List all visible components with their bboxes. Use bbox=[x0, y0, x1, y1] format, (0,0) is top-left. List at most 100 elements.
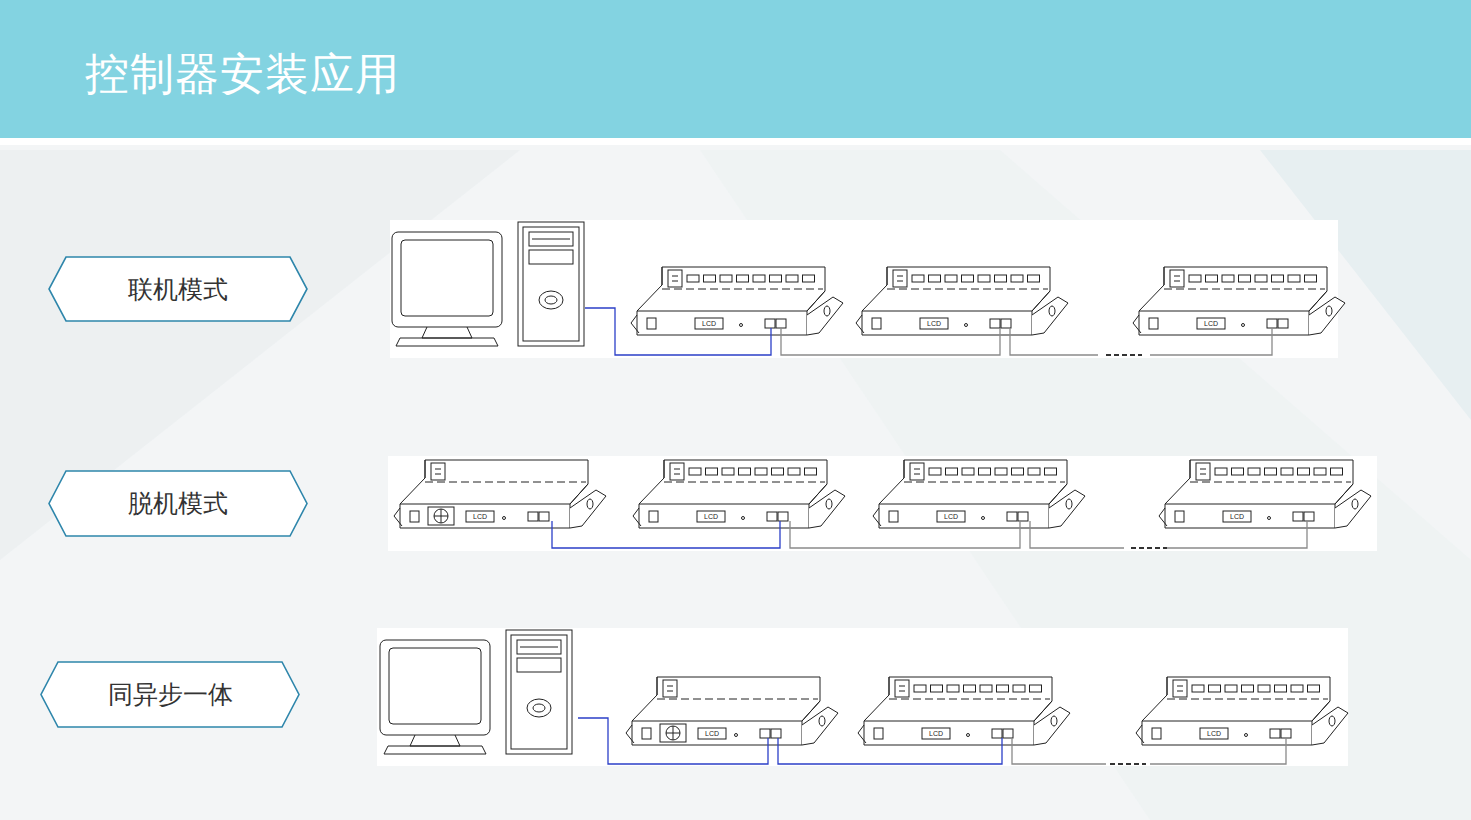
cable bbox=[790, 521, 1020, 548]
line-art bbox=[664, 482, 825, 483]
line-art bbox=[518, 222, 584, 346]
line-art bbox=[920, 318, 948, 329]
slide-title: 控制器安装应用 bbox=[85, 44, 400, 104]
line-art bbox=[1265, 468, 1277, 475]
controller-icon bbox=[626, 677, 838, 745]
line-art bbox=[1314, 468, 1326, 475]
cable bbox=[1150, 738, 1286, 764]
line-art bbox=[529, 232, 573, 246]
illustration-panel bbox=[388, 456, 1377, 551]
line-art bbox=[1152, 728, 1161, 739]
line-art bbox=[995, 468, 1007, 475]
line-art bbox=[899, 686, 905, 687]
cable bbox=[781, 328, 1000, 355]
line-art bbox=[539, 512, 549, 521]
line-art bbox=[435, 474, 441, 475]
line-art bbox=[657, 699, 818, 700]
line-art bbox=[895, 680, 909, 697]
line-art bbox=[872, 318, 881, 329]
lcd-label: LCD bbox=[1207, 730, 1221, 738]
line-art bbox=[879, 504, 1049, 505]
line-art bbox=[931, 685, 943, 692]
line-art bbox=[947, 685, 959, 692]
line-art bbox=[1326, 306, 1332, 316]
line-art bbox=[1177, 686, 1183, 687]
line-art bbox=[776, 319, 786, 328]
line-art bbox=[529, 250, 573, 264]
line-art bbox=[1001, 319, 1011, 328]
line-art bbox=[1165, 504, 1335, 505]
controller-icon bbox=[394, 460, 606, 528]
line-art bbox=[667, 686, 673, 687]
line-art bbox=[533, 704, 545, 712]
line-art bbox=[929, 468, 941, 475]
line-art bbox=[1278, 319, 1288, 328]
line-art bbox=[1175, 511, 1184, 522]
line-art bbox=[664, 460, 665, 478]
line-art bbox=[819, 716, 825, 726]
line-art bbox=[422, 327, 472, 338]
line-art bbox=[639, 504, 809, 505]
line-art bbox=[929, 275, 941, 282]
line-art bbox=[1329, 716, 1335, 726]
line-art bbox=[1232, 468, 1244, 475]
line-art bbox=[887, 289, 1048, 290]
line-art bbox=[520, 647, 558, 648]
line-art bbox=[874, 728, 883, 739]
line-art bbox=[695, 318, 723, 329]
line-art bbox=[401, 240, 493, 316]
line-art bbox=[786, 275, 798, 282]
line-art bbox=[632, 677, 820, 745]
line-art bbox=[1267, 319, 1277, 328]
line-art bbox=[1293, 512, 1303, 521]
line-art bbox=[753, 275, 765, 282]
lcd-label: LCD bbox=[927, 320, 941, 328]
line-art bbox=[760, 729, 770, 738]
line-art bbox=[389, 648, 481, 724]
line-art bbox=[809, 490, 845, 528]
cable bbox=[778, 738, 1002, 764]
line-art bbox=[1170, 270, 1184, 287]
line-art bbox=[788, 468, 800, 475]
line-art bbox=[889, 699, 1050, 700]
line-art bbox=[1174, 281, 1180, 282]
line-art bbox=[1209, 685, 1221, 692]
line-art bbox=[735, 734, 738, 737]
line-art bbox=[1305, 275, 1317, 282]
cable bbox=[585, 308, 771, 355]
cable bbox=[1030, 521, 1124, 548]
line-art bbox=[1281, 729, 1291, 738]
line-art bbox=[771, 729, 781, 738]
lcd-label: LCD bbox=[1230, 513, 1244, 521]
line-art bbox=[1013, 685, 1025, 692]
line-art bbox=[778, 512, 788, 521]
line-art bbox=[666, 726, 680, 740]
line-art bbox=[1270, 729, 1280, 738]
line-art bbox=[862, 311, 1032, 312]
line-art bbox=[1242, 685, 1254, 692]
line-art bbox=[1298, 468, 1310, 475]
computer-icon bbox=[380, 630, 572, 754]
line-art bbox=[410, 511, 419, 522]
line-art bbox=[434, 516, 448, 517]
line-art bbox=[425, 482, 586, 483]
line-art bbox=[1049, 306, 1055, 316]
line-art bbox=[539, 291, 563, 309]
line-art bbox=[740, 324, 743, 327]
line-art bbox=[384, 746, 486, 754]
line-art bbox=[1189, 275, 1201, 282]
line-art bbox=[1331, 468, 1343, 475]
line-art bbox=[889, 511, 898, 522]
line-art bbox=[637, 311, 807, 312]
line-art bbox=[570, 490, 606, 528]
line-art bbox=[1149, 318, 1158, 329]
line-art bbox=[503, 517, 506, 520]
line-art bbox=[1352, 499, 1358, 509]
line-art bbox=[1200, 474, 1206, 475]
line-art bbox=[899, 691, 905, 692]
line-art bbox=[394, 508, 402, 526]
line-art bbox=[922, 728, 950, 739]
line-art bbox=[742, 517, 745, 520]
line-art bbox=[466, 511, 494, 522]
line-art bbox=[873, 508, 881, 526]
